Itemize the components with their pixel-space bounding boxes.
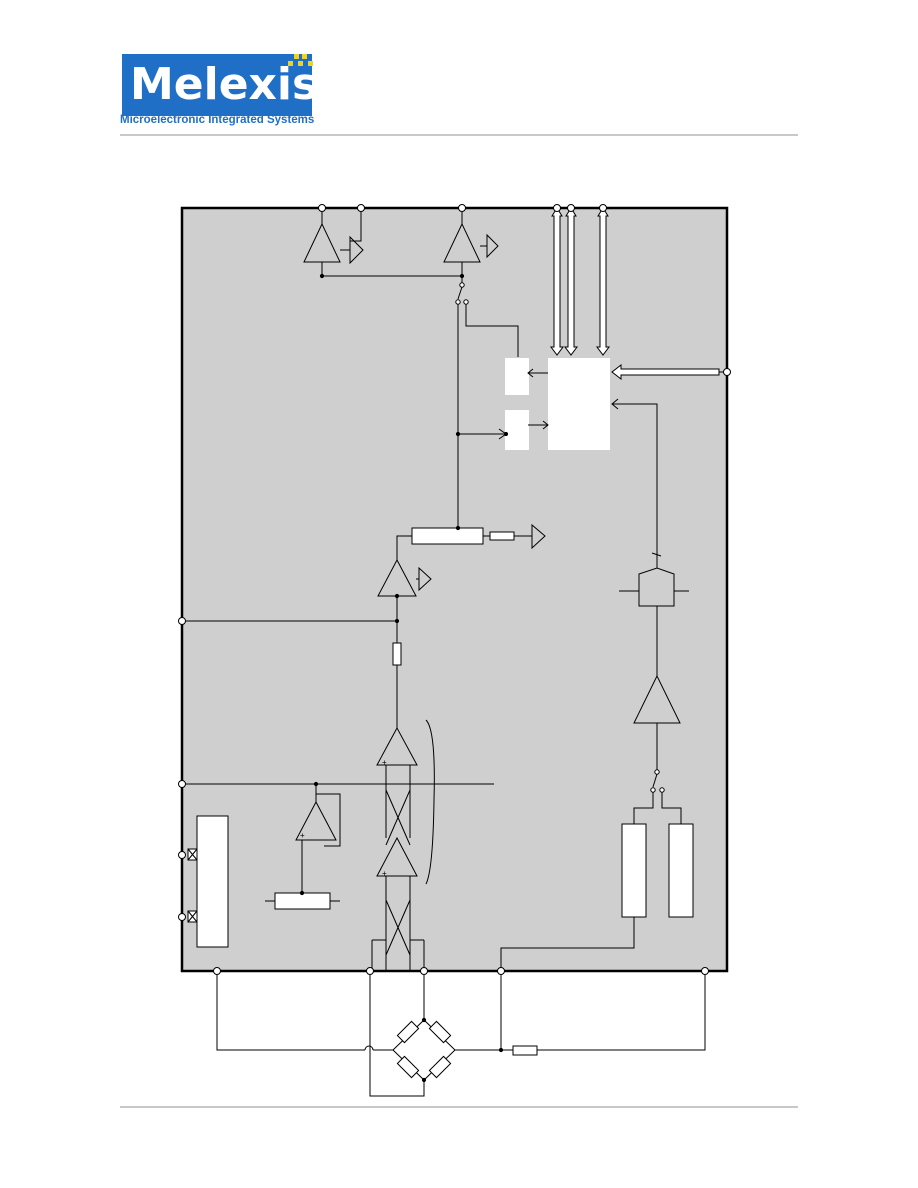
output-switch <box>455 282 519 528</box>
logo-dots-icon <box>288 54 313 66</box>
register-block-2 <box>505 410 529 450</box>
footer-divider <box>120 1106 798 1108</box>
svg-text:+: + <box>382 758 387 767</box>
top-pins <box>318 204 607 212</box>
logo-brand-text: Melexis <box>130 59 319 110</box>
input-bus-arrow <box>611 363 720 381</box>
temperature-switch <box>633 769 682 824</box>
offset-resistor <box>274 892 331 910</box>
output-resistor-block <box>411 527 484 545</box>
svg-text:+: + <box>382 869 387 878</box>
logo-background: Melexis <box>122 54 318 116</box>
supply-resistor <box>512 1045 538 1056</box>
temperature-amplifier <box>633 674 681 770</box>
bus-arrows <box>550 207 610 356</box>
interface-pin-2 <box>187 910 198 923</box>
interface-pin-1 <box>187 848 198 861</box>
header-divider <box>120 134 798 136</box>
instrumentation-amplifier-1: + <box>376 726 418 773</box>
external-bridge-sensor <box>216 975 706 1097</box>
bracket <box>425 719 435 885</box>
adc-block <box>619 552 689 676</box>
svg-text:+: + <box>300 831 305 840</box>
output-amplifier <box>377 558 432 622</box>
instrumentation-amplifier-2: + <box>376 836 418 882</box>
melexis-logo: Melexis Microelectronic Integrated Syste… <box>120 52 318 130</box>
bottom-pins <box>213 967 709 975</box>
output-resistor <box>489 531 515 541</box>
temp-sensor-block-2 <box>668 823 694 918</box>
logo-tagline: Microelectronic Integrated Systems <box>120 114 315 126</box>
gain-resistor <box>392 642 402 666</box>
side-pins <box>178 368 731 921</box>
offset-buffer: + <box>295 784 341 893</box>
interface-block <box>196 815 229 948</box>
temp-sensor-block-1 <box>621 823 647 918</box>
control-logic-block <box>548 358 610 450</box>
register-block-1 <box>505 358 529 395</box>
